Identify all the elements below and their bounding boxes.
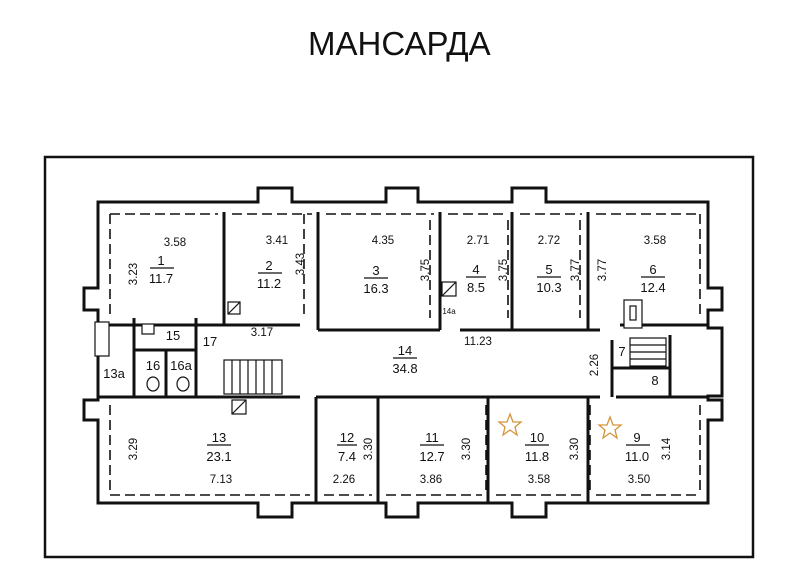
svg-text:3.30: 3.30 (363, 438, 375, 460)
svg-text:3.50: 3.50 (628, 474, 650, 486)
toilet-icon (146, 376, 160, 392)
room-14a-number: 14a (442, 307, 456, 316)
room-10-number: 10 (530, 430, 544, 445)
room-10-area: 11.8 (525, 449, 549, 464)
room-13a-number: 13a (103, 366, 125, 381)
room-2-number: 2 (265, 258, 272, 273)
room-4-number: 4 (472, 262, 479, 277)
svg-text:2.72: 2.72 (538, 235, 560, 247)
room-16a-number: 16a (170, 358, 192, 373)
staircase (223, 337, 667, 395)
room-1-number: 1 (157, 253, 164, 268)
sink-icon (141, 323, 155, 335)
room-3-area: 16.3 (363, 281, 388, 296)
svg-text:3.75: 3.75 (420, 259, 432, 281)
svg-text:11.23: 11.23 (464, 336, 492, 348)
svg-text:3.30: 3.30 (569, 438, 581, 460)
plumbing-fixtures (94, 281, 643, 415)
svg-text:3.77: 3.77 (597, 259, 609, 281)
building-outline (82, 186, 724, 519)
star-icon (597, 415, 623, 440)
room-7-number: 7 (618, 344, 625, 359)
svg-text:3.14: 3.14 (661, 437, 673, 460)
dimension-labels: 3.58 3.23 3.41 3.43 4.35 3.75 2.71 3.75 … (128, 235, 673, 486)
room-11-number: 11 (425, 430, 439, 445)
svg-text:3.30: 3.30 (461, 438, 473, 460)
svg-text:3.77: 3.77 (570, 259, 582, 281)
svg-text:3.17: 3.17 (251, 327, 273, 339)
room-2-area: 11.2 (257, 276, 281, 291)
room-5-number: 5 (545, 262, 552, 277)
bathtub-icon (94, 321, 110, 357)
room-labels: 1 11.7 2 11.2 3 16.3 4 8.5 5 10.3 6 12.4… (103, 253, 666, 464)
room-14-area: 34.8 (392, 361, 417, 376)
toilet-icon (176, 376, 190, 392)
dashed-room-outlines (109, 213, 701, 496)
star-icon (497, 412, 523, 437)
svg-text:3.58: 3.58 (164, 237, 186, 249)
room-15-number: 15 (166, 328, 180, 343)
room-9-area: 11.0 (625, 449, 649, 464)
svg-text:2.71: 2.71 (467, 235, 489, 247)
interior-walls (98, 212, 708, 503)
room-12-area: 7.4 (338, 449, 356, 464)
room-4-area: 8.5 (467, 280, 485, 295)
room-13-number: 13 (212, 430, 226, 445)
svg-text:3.58: 3.58 (528, 474, 550, 486)
svg-text:3.86: 3.86 (420, 474, 442, 486)
svg-text:3.23: 3.23 (128, 263, 140, 285)
room-3-number: 3 (372, 263, 379, 278)
svg-text:2.26: 2.26 (589, 354, 601, 376)
room-8-number: 8 (651, 373, 658, 388)
room-9-number: 9 (633, 430, 640, 445)
plan-title: МАНСАРДА (308, 25, 491, 62)
room-1-area: 11.7 (149, 271, 173, 286)
svg-text:3.41: 3.41 (266, 235, 288, 247)
svg-text:2.26: 2.26 (333, 474, 355, 486)
svg-text:3.58: 3.58 (644, 235, 666, 247)
svg-text:7.13: 7.13 (210, 474, 232, 486)
svg-text:3.43: 3.43 (295, 253, 307, 275)
svg-text:4.35: 4.35 (372, 235, 394, 247)
room-5-area: 10.3 (536, 280, 561, 295)
room-16-number: 16 (146, 358, 160, 373)
svg-text:3.29: 3.29 (128, 438, 140, 460)
room-14-number: 14 (398, 343, 412, 358)
room-12-number: 12 (340, 430, 354, 445)
svg-text:3.75: 3.75 (498, 259, 510, 281)
outer-frame (43, 155, 755, 559)
room-13-area: 23.1 (206, 449, 231, 464)
room-11-area: 12.7 (419, 449, 444, 464)
room-6-number: 6 (649, 262, 656, 277)
room-17-number: 17 (203, 334, 217, 349)
room-6-area: 12.4 (640, 280, 665, 295)
